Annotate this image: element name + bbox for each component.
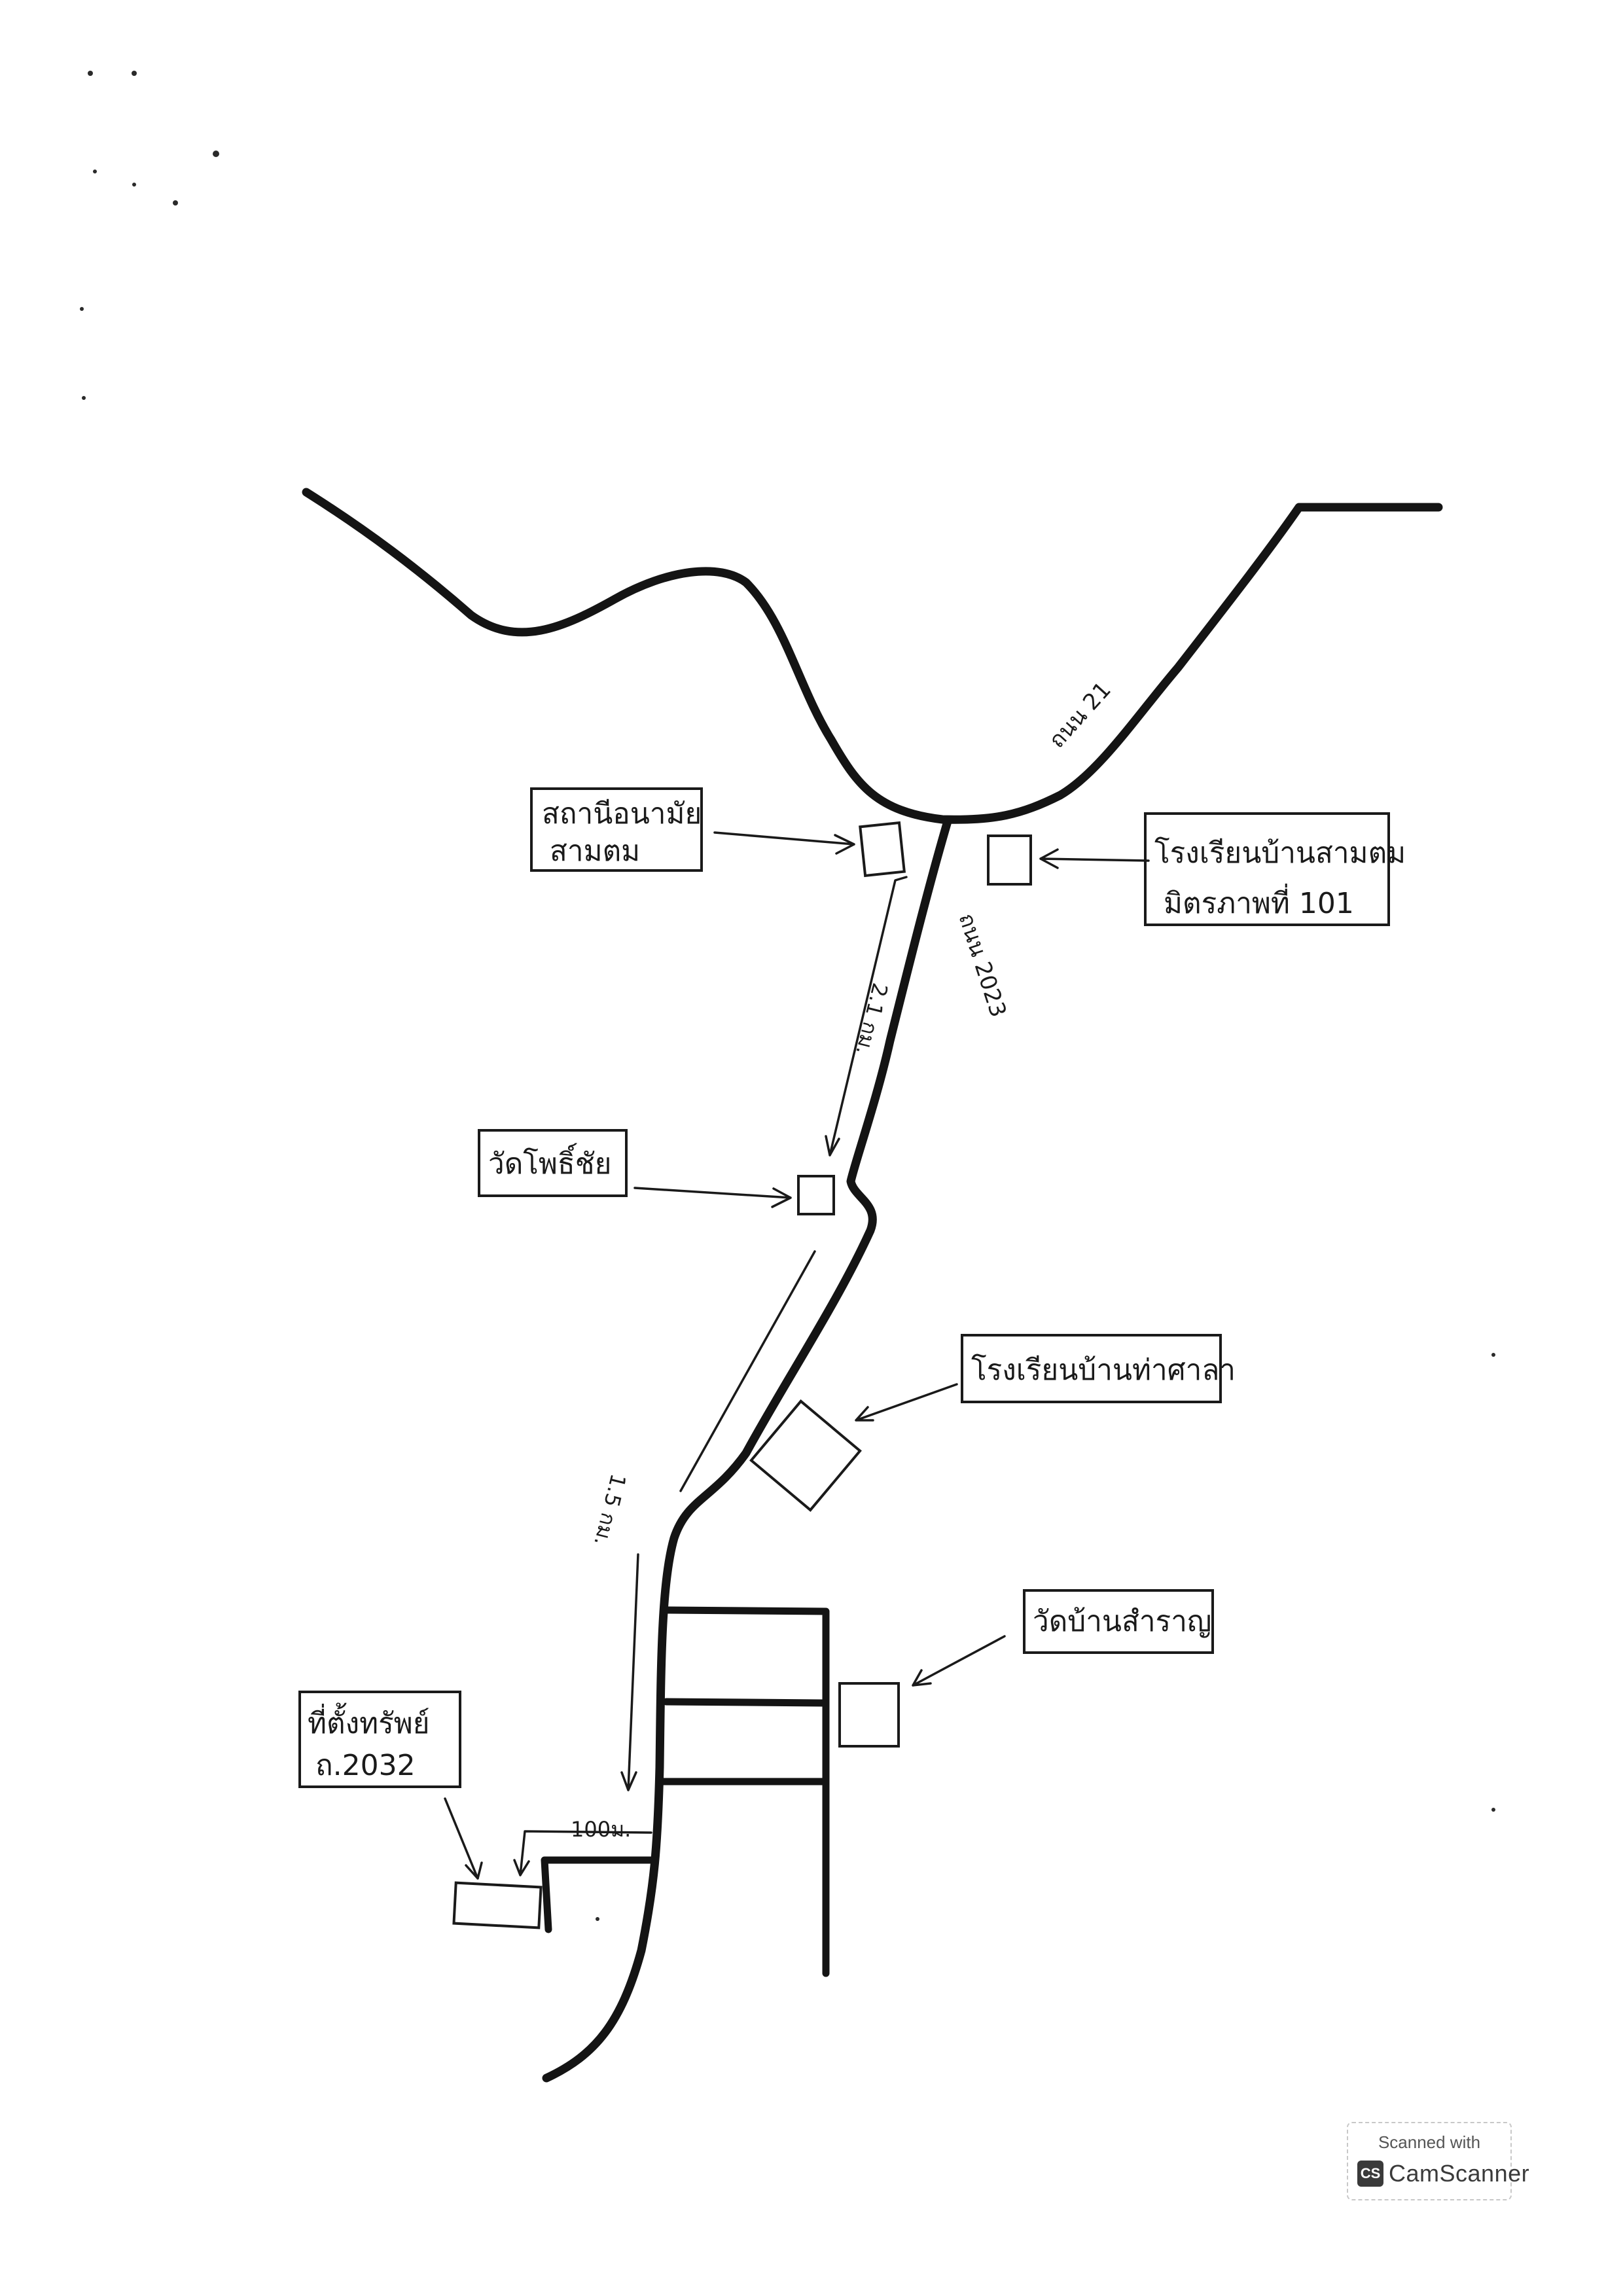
camscanner-logo-icon: CS	[1357, 2161, 1383, 2187]
svg-text:วัดบ้านสำราญ: วัดบ้านสำราญ	[1033, 1605, 1211, 1638]
svg-text:สถานีอนามัย: สถานีอนามัย	[542, 797, 702, 831]
side-road-2	[662, 1698, 827, 1707]
wat-samran-text: วัดบ้านสำราญ	[1033, 1605, 1211, 1638]
school-samtom-building	[987, 834, 1032, 886]
buildings	[452, 821, 1032, 1929]
scan-specks	[80, 71, 1495, 1921]
road-21-label: ถนน 21	[1044, 677, 1116, 753]
distance-arrow-seg1	[825, 876, 908, 1157]
health-station-building	[859, 821, 906, 878]
school-tha-sala-label: โรงเรียนบ้านท่าศาลา	[961, 1334, 1236, 1403]
school-samtom-line2: มิตรภาพที่ 101	[1164, 883, 1354, 920]
svg-text:โรงเรียนบ้านสามตม: โรงเรียนบ้านสามตม	[1154, 836, 1406, 870]
school-tha-sala-arrow	[855, 1383, 958, 1422]
svg-text:ถ.2032: ถ.2032	[315, 1749, 416, 1782]
office-location-line2: ถ.2032	[315, 1749, 416, 1782]
svg-text:มิตรภาพที่ 101: มิตรภาพที่ 101	[1164, 883, 1354, 920]
wat-samran-label: วัดบ้านสำราญ	[1023, 1589, 1214, 1654]
watermark-brand-row: CS CamScanner	[1357, 2160, 1529, 2187]
svg-text:สามตม: สามตม	[550, 834, 640, 868]
watermark-scanned-text: Scanned with	[1378, 2132, 1481, 2152]
office-location-label: ที่ตั้งทรัพย์ ถ.2032	[298, 1691, 461, 1788]
distance-arrow-seg3	[513, 1830, 652, 1876]
health-station-arrow	[713, 831, 855, 855]
distance-arrow-seg2-lower	[620, 1553, 639, 1791]
road-2023-label: ถนน 2023	[953, 910, 1011, 1020]
health-station-label: สถานีอนามัย สามตม	[530, 787, 703, 872]
wat-samran-arrow	[912, 1635, 1006, 1687]
svg-text:วัดโพธิ์ชัย: วัดโพธิ์ชัย	[488, 1143, 611, 1181]
road-2023	[542, 817, 952, 2083]
school-samtom-line1: โรงเรียนบ้านสามตม	[1154, 836, 1406, 870]
road-21	[302, 488, 1443, 824]
wat-pho-chai-label: วัดโพธิ์ชัย	[478, 1129, 628, 1197]
wat-pho-chai-text: วัดโพธิ์ชัย	[488, 1143, 611, 1181]
office-location-arrow	[444, 1797, 483, 1880]
distance-arrow-seg2	[679, 1250, 816, 1492]
svg-text:โรงเรียนบ้านท่าศาลา: โรงเรียนบ้านท่าศาลา	[971, 1354, 1236, 1387]
office-location-building	[452, 1881, 543, 1929]
health-station-line1: สถานีอนามัย	[542, 797, 702, 831]
distance-label-seg3: 100ม.	[571, 1817, 631, 1842]
health-station-line2: สามตม	[550, 834, 640, 868]
school-samtom-arrow	[1039, 848, 1150, 869]
side-road-1	[664, 1606, 830, 1977]
watermark-brand-name: CamScanner	[1389, 2160, 1530, 2187]
distance-label-seg2: 1.5 กม.	[589, 1471, 631, 1549]
svg-text:ที่ตั้งทรัพย์: ที่ตั้งทรัพย์	[308, 1702, 429, 1740]
office-location-line1: ที่ตั้งทรัพย์	[308, 1702, 429, 1740]
camscanner-watermark: Scanned with CS CamScanner	[1347, 2122, 1529, 2200]
school-tha-sala-text: โรงเรียนบ้านท่าศาลา	[971, 1354, 1236, 1387]
roads	[302, 488, 1443, 2083]
wat-pho-chai-arrow	[633, 1187, 792, 1208]
school-samtom-label: โรงเรียนบ้านสามตม มิตรภาพที่ 101	[1144, 812, 1406, 926]
wat-pho-chai-building	[797, 1175, 835, 1215]
school-tha-sala-building	[749, 1399, 862, 1512]
office-access-road	[541, 1856, 658, 1933]
wat-samran-building	[838, 1682, 900, 1748]
